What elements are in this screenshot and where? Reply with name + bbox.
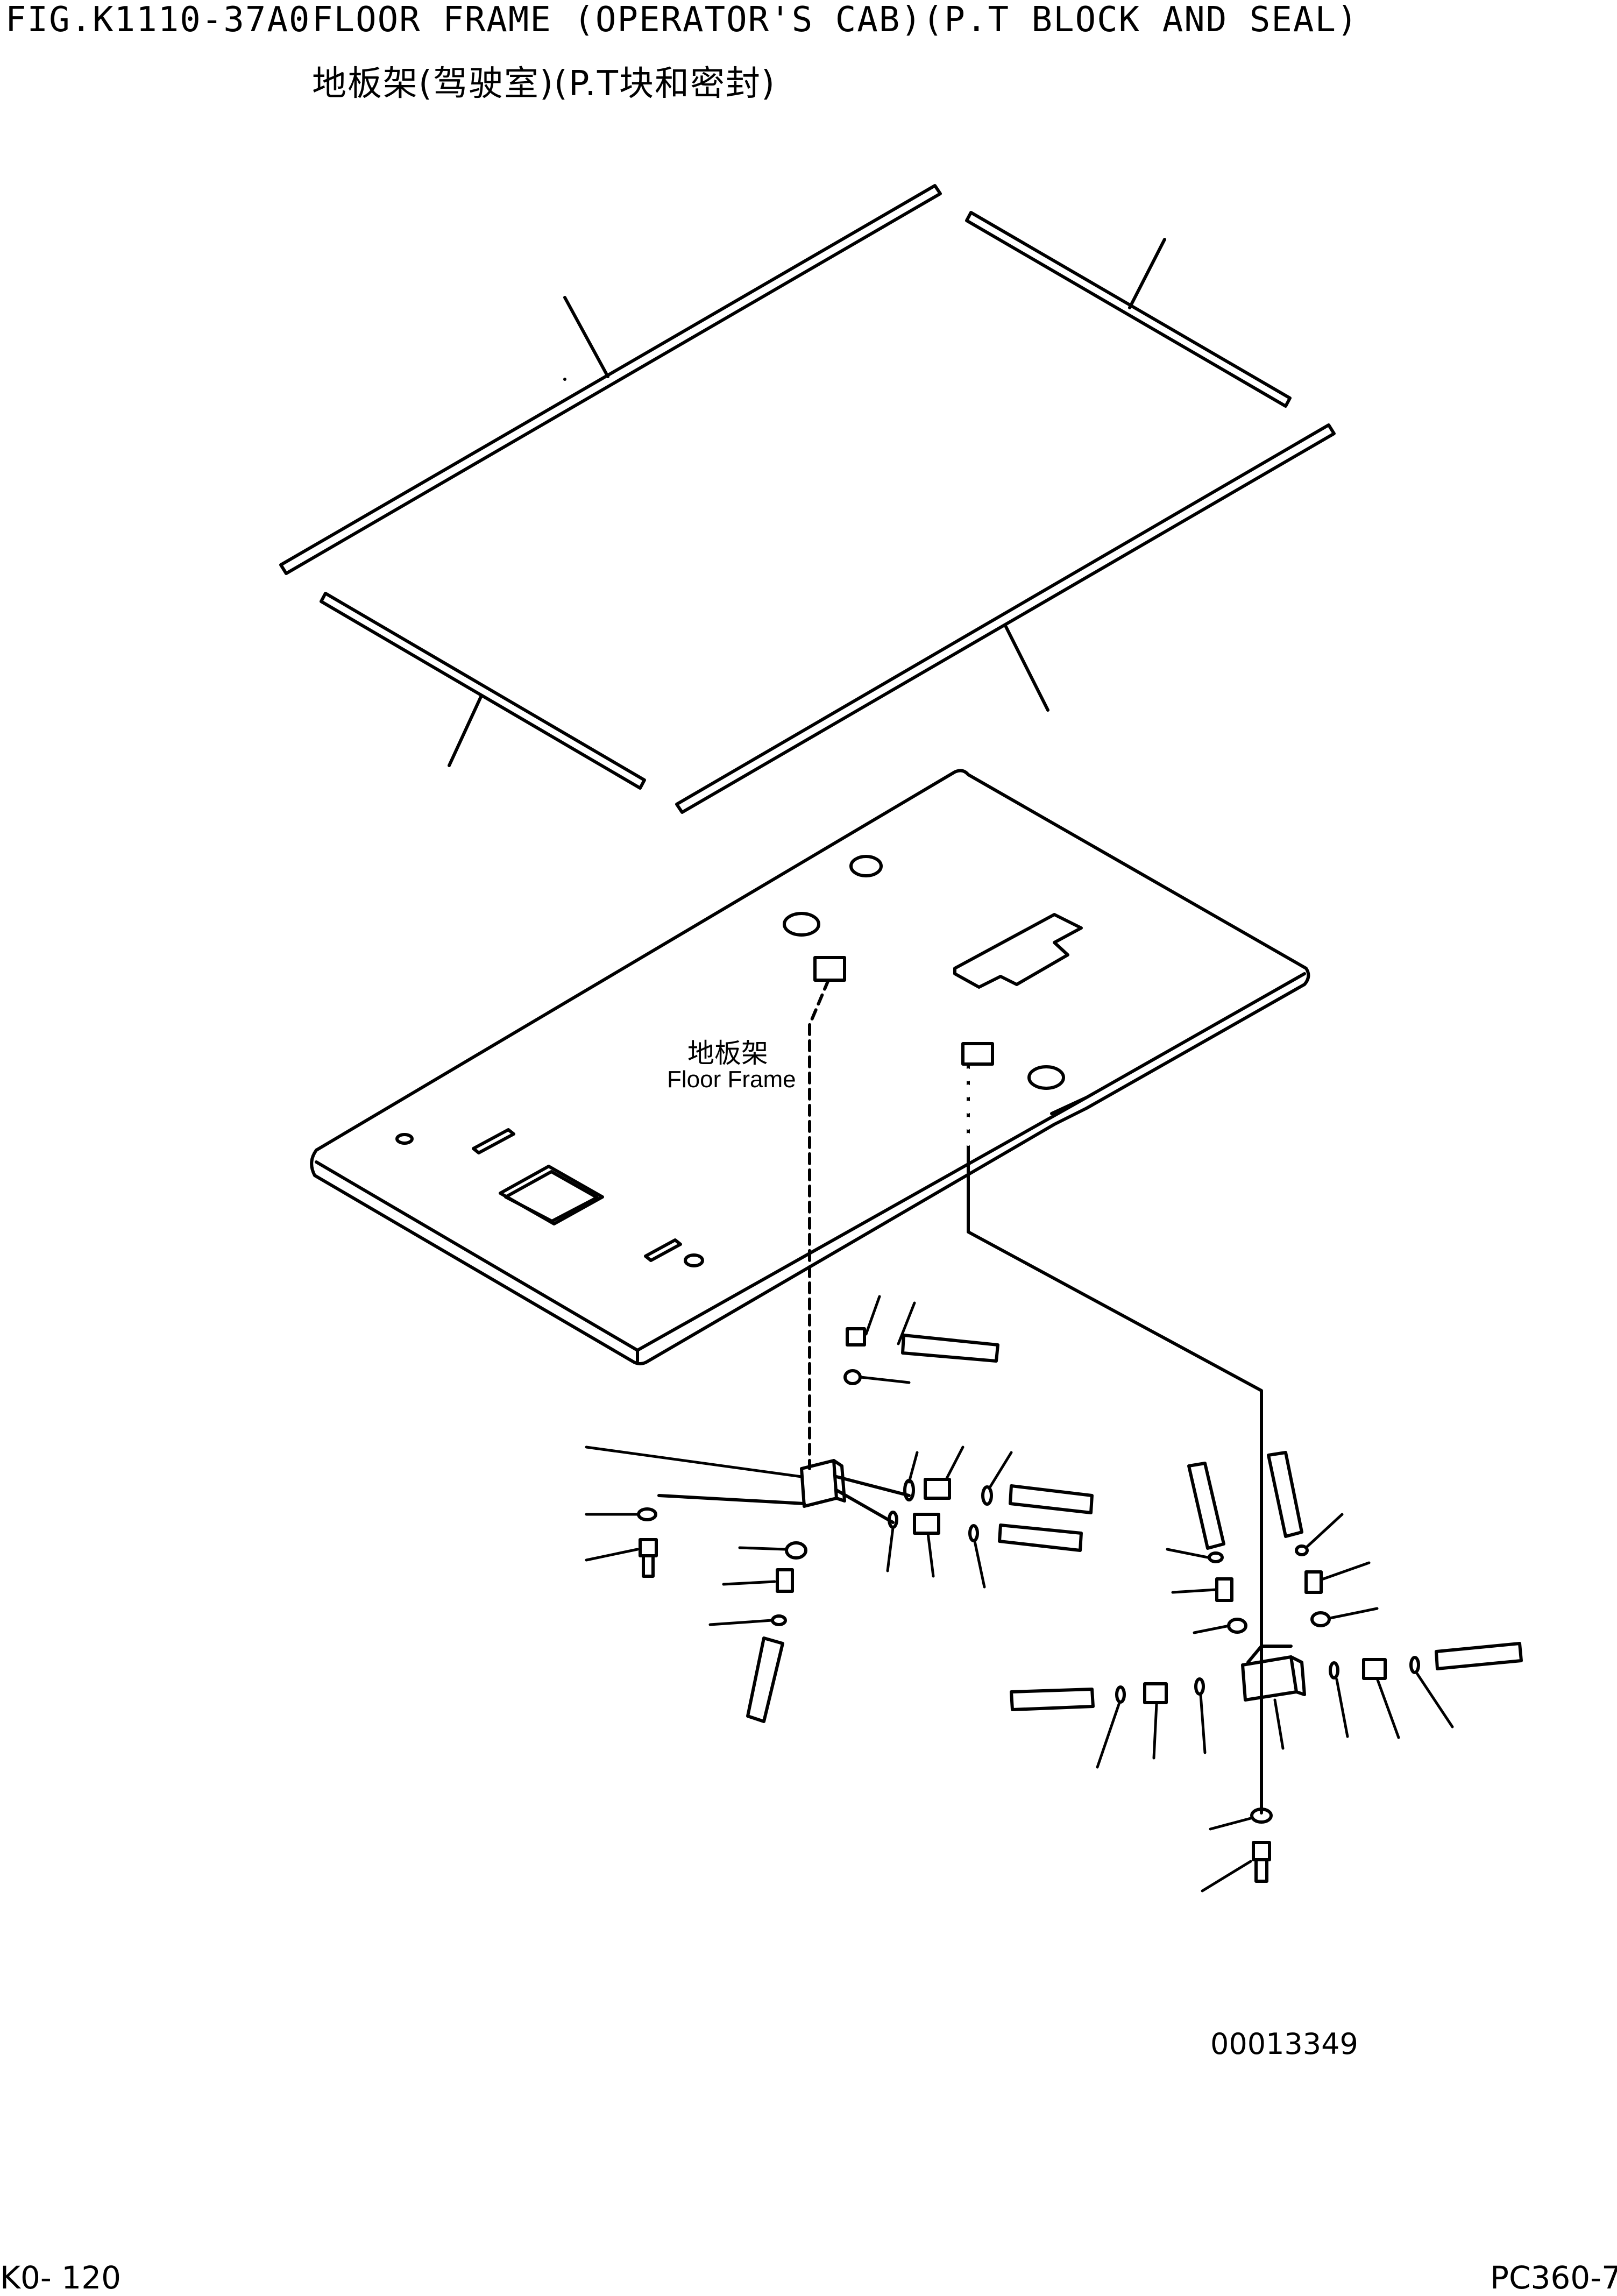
floor-frame-label-en: Floor Frame <box>667 1066 796 1093</box>
floor-frame-plate <box>310 769 1310 1365</box>
figure-title-cn: 地板架(驾驶室)(P.T块和密封) <box>312 64 776 104</box>
page-code: K0- 120 <box>0 2259 122 2296</box>
figure-title-en: FLOOR FRAME (OPERATOR'S CAB)(P.T BLOCK A… <box>312 0 1359 40</box>
fittings-left <box>637 1327 1094 1723</box>
seal-strip-bottom-right <box>675 423 1336 814</box>
figure-number: FIG.K1110-37A0 <box>5 0 311 40</box>
connector-line-left <box>808 979 830 1470</box>
leader-line <box>563 296 609 378</box>
pt-block-left <box>657 1459 911 1524</box>
leader-line <box>1128 238 1166 309</box>
machine-model: PC360-7 <box>1490 2259 1617 2296</box>
leader-line <box>1004 625 1049 712</box>
drawing-number: 00013349 <box>1210 2027 1358 2061</box>
leader-lines-fittings <box>585 1295 1454 1893</box>
pt-block-right <box>1241 1645 1306 1702</box>
connector-line-right <box>967 1062 1263 1815</box>
bracket-left <box>813 956 846 982</box>
bracket-right <box>961 1042 994 1066</box>
fittings-right <box>1010 1451 1523 1883</box>
seal-strip-top-left <box>279 184 942 575</box>
seal-strip-top-right <box>965 211 1292 408</box>
seal-strip-bottom-left <box>320 592 646 790</box>
leader-line <box>448 694 483 767</box>
floor-frame-label-cn: 地板架 <box>687 1038 768 1069</box>
